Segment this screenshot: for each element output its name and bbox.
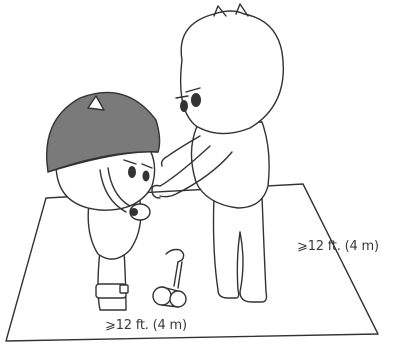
right-dimension-label: ⩾12 ft. (4 m) bbox=[297, 239, 379, 254]
floor-area bbox=[6, 184, 378, 341]
bottom-dimension-label: ⩾12 ft. (4 m) bbox=[105, 318, 187, 333]
